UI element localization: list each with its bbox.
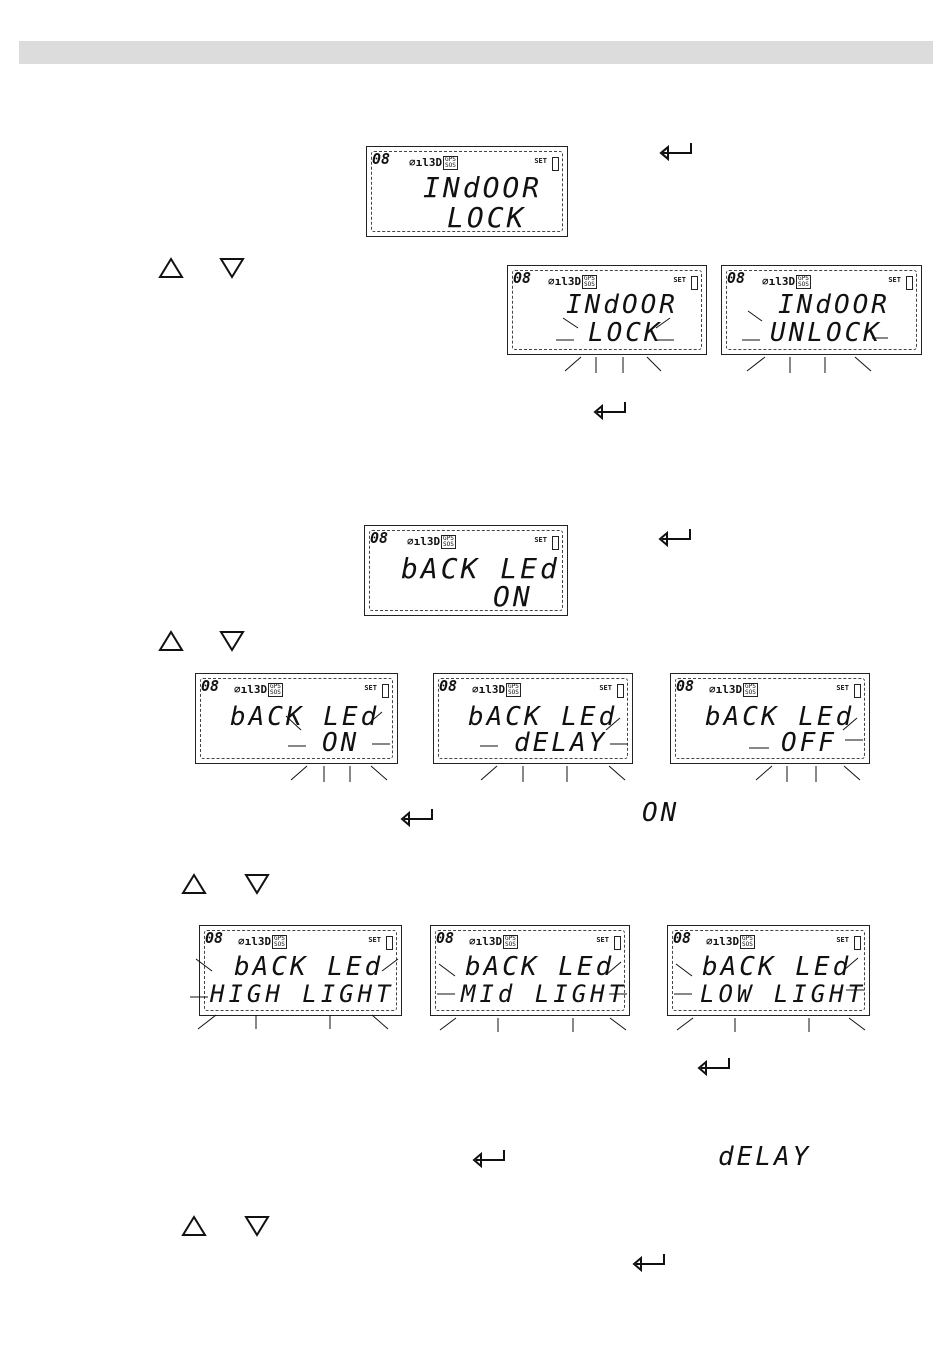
- flash-marks: [564, 356, 662, 373]
- inline-on-text: ON: [642, 798, 680, 828]
- signal-icon: ⌀ıl3D: [409, 156, 443, 169]
- enter-icon: [659, 143, 692, 161]
- inline-delay-text: dELAY: [718, 1142, 812, 1172]
- down-arrow-icon: [244, 874, 270, 895]
- header-bar: [19, 41, 933, 64]
- down-arrow-icon: [219, 258, 245, 279]
- up-arrow-icon: [158, 257, 184, 278]
- up-arrow-icon: [181, 1215, 207, 1236]
- battery-icon: [552, 157, 559, 171]
- down-arrow-icon: [219, 631, 245, 652]
- up-arrow-icon: [158, 630, 184, 651]
- enter-icon-2: [593, 402, 626, 420]
- up-arrow-icon: [181, 873, 207, 894]
- down-arrow-icon: [244, 1216, 270, 1237]
